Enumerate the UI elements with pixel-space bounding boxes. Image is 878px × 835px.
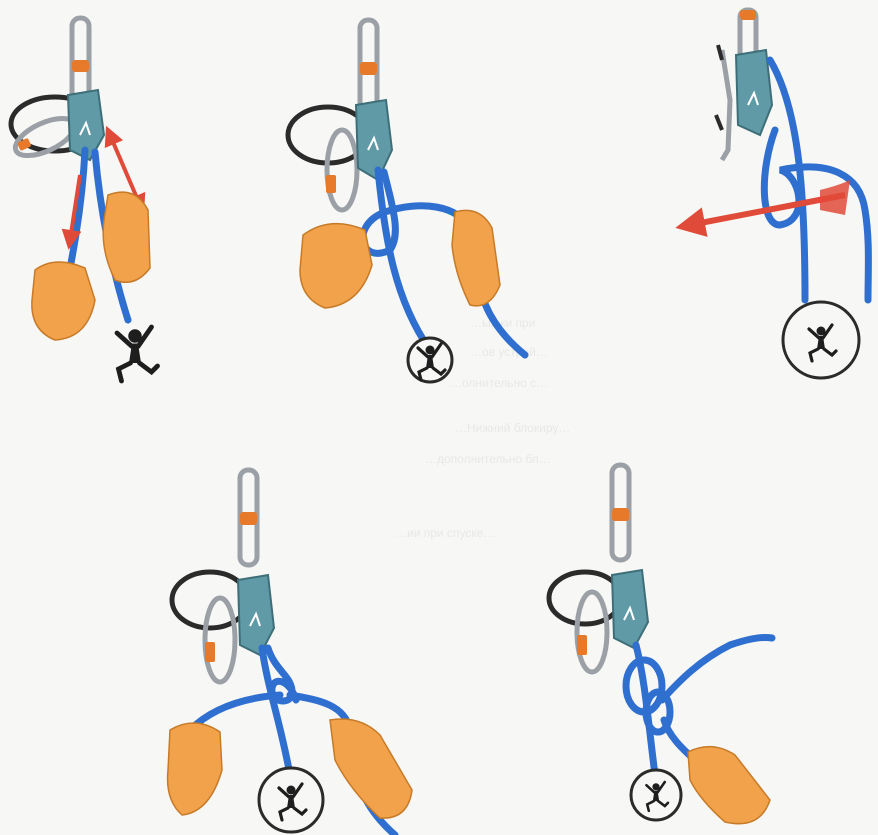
side-carabiner bbox=[722, 50, 730, 160]
side-carabiner bbox=[577, 592, 607, 672]
carabiner-gate-sleeve bbox=[72, 60, 89, 72]
climber-rope bbox=[770, 60, 805, 300]
climber-rope bbox=[378, 170, 430, 350]
brake-rope-bight bbox=[363, 172, 525, 355]
panel-step-3 bbox=[690, 10, 868, 378]
panel-step-2 bbox=[288, 20, 525, 382]
brake-rope-loop bbox=[764, 130, 868, 300]
panel-step-5 bbox=[549, 465, 772, 824]
left-hand bbox=[300, 224, 372, 308]
anchor-carabiner bbox=[72, 18, 89, 100]
left-hand bbox=[168, 723, 222, 815]
panel-step-1 bbox=[10, 18, 157, 381]
right-hand bbox=[103, 192, 150, 282]
hand bbox=[688, 747, 770, 824]
rope-tail bbox=[662, 637, 772, 700]
right-hand bbox=[452, 210, 500, 305]
left-hand bbox=[32, 262, 95, 340]
panel-step-4 bbox=[168, 470, 412, 835]
right-hand bbox=[330, 719, 412, 818]
side-carabiner bbox=[327, 130, 357, 210]
climber-icon bbox=[117, 327, 158, 381]
sling-loop bbox=[172, 572, 248, 628]
side-carabiner bbox=[205, 598, 235, 682]
